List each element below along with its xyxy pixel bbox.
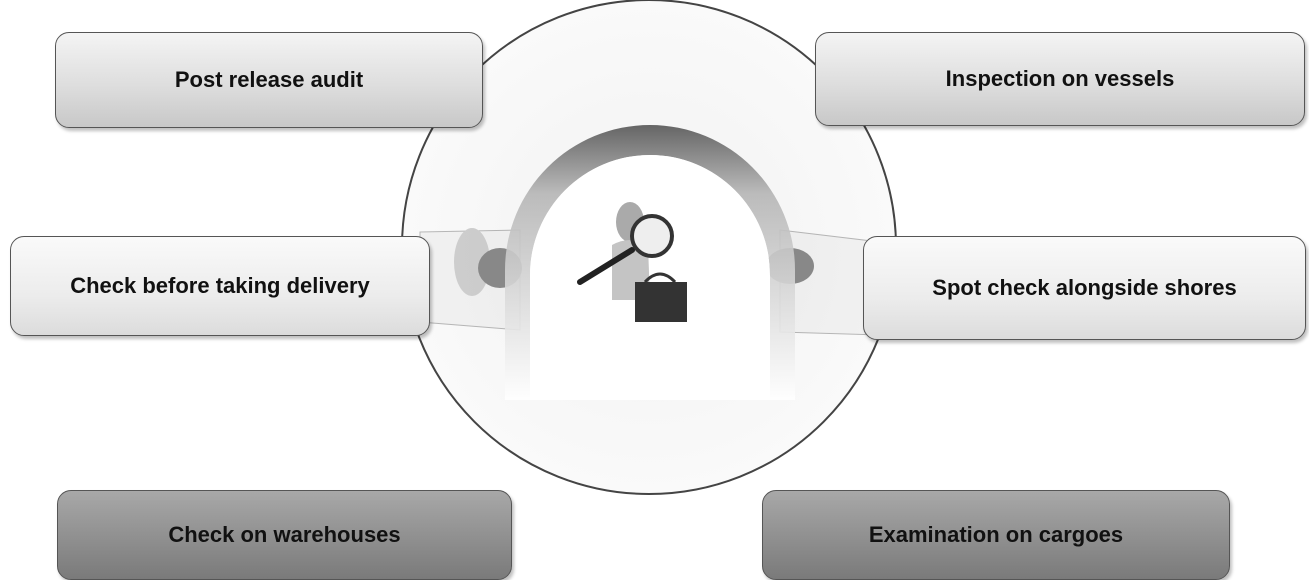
inspection-on-vessels-label: Inspection on vessels <box>945 66 1175 91</box>
inspection-on-vessels-box: Inspection on vessels <box>815 32 1305 126</box>
check-on-warehouses-box: Check on warehouses <box>57 490 512 580</box>
post-release-audit-box: Post release audit <box>55 32 483 128</box>
check-on-warehouses-label: Check on warehouses <box>168 522 401 547</box>
examination-on-cargoes-label: Examination on cargoes <box>868 522 1124 547</box>
check-before-taking-delivery-box: Check before taking delivery <box>10 236 430 336</box>
spot-check-alongside-shores-label: Spot check alongside shores <box>932 275 1237 300</box>
check-before-taking-delivery-label: Check before taking delivery <box>70 273 370 298</box>
examination-on-cargoes-box: Examination on cargoes <box>762 490 1230 580</box>
post-release-audit-label: Post release audit <box>174 67 364 92</box>
spot-check-alongside-shores-box: Spot check alongside shores <box>863 236 1306 340</box>
magnifying-glass-inspector-icon <box>577 202 687 322</box>
